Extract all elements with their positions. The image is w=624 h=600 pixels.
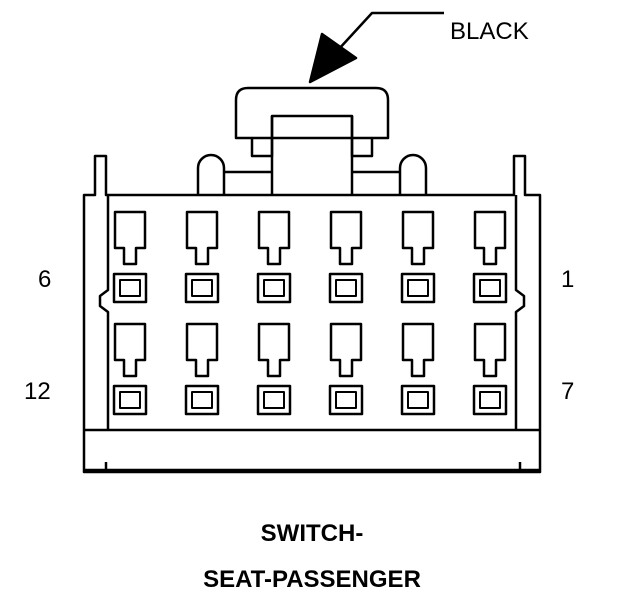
cavity-inner-1 (479, 279, 501, 297)
pin-label-top-left: 6 (38, 266, 52, 293)
connector-body (82, 154, 542, 474)
color-leader-arrow (308, 11, 444, 84)
cavity-outer-10 (256, 384, 292, 416)
cavity-inner-4 (263, 279, 285, 297)
terminal-cavities (112, 210, 508, 416)
cavity-latch-2 (401, 210, 435, 266)
cavity-latch-9 (329, 322, 363, 378)
cavity-latch-5 (185, 210, 219, 266)
cavity-inner-6 (119, 279, 141, 297)
cavity-inner-11 (191, 391, 213, 409)
cavity-outer-8 (400, 384, 436, 416)
cavity-12 (112, 322, 148, 416)
cavity-inner-3 (335, 279, 357, 297)
cavity-1 (472, 210, 508, 304)
connector-title-line-2: SEAT-PASSENGER (203, 566, 421, 593)
cavity-inner-7 (479, 391, 501, 409)
cavity-latch-7 (473, 322, 507, 378)
connector-color-label: BLACK (450, 18, 529, 45)
cavity-2 (400, 210, 436, 304)
cavity-inner-2 (407, 279, 429, 297)
pin-label-bottom-right: 7 (561, 378, 575, 405)
cavity-outer-2 (400, 272, 436, 304)
connector-latch (196, 86, 428, 195)
cavity-outer-5 (184, 272, 220, 304)
cavity-outer-9 (328, 384, 364, 416)
cavity-outer-11 (184, 384, 220, 416)
cavity-latch-4 (257, 210, 291, 266)
cavity-latch-3 (329, 210, 363, 266)
cavity-8 (400, 322, 436, 416)
cavity-inner-10 (263, 391, 285, 409)
cavity-5 (184, 210, 220, 304)
cavity-latch-10 (257, 322, 291, 378)
cavity-outer-3 (328, 272, 364, 304)
cavity-outer-12 (112, 384, 148, 416)
cavity-4 (256, 210, 292, 304)
cavity-outer-7 (472, 384, 508, 416)
cavity-inner-5 (191, 279, 213, 297)
cavity-outer-6 (112, 272, 148, 304)
pin-label-bottom-left: 12 (24, 378, 51, 405)
cavity-latch-8 (401, 322, 435, 378)
cavity-6 (112, 210, 148, 304)
cavity-10 (256, 322, 292, 416)
cavity-3 (328, 210, 364, 304)
cavity-latch-1 (473, 210, 507, 266)
cavity-latch-11 (185, 322, 219, 378)
cavity-9 (328, 322, 364, 416)
cavity-outer-1 (472, 272, 508, 304)
cavity-latch-6 (113, 210, 147, 266)
cavity-latch-12 (113, 322, 147, 378)
cavity-inner-12 (119, 391, 141, 409)
pin-label-top-right: 1 (561, 266, 575, 293)
cavity-11 (184, 322, 220, 416)
cavity-outer-4 (256, 272, 292, 304)
connector-title-line-1: SWITCH- (260, 520, 364, 547)
cavity-inner-9 (335, 391, 357, 409)
cavity-inner-8 (407, 391, 429, 409)
cavity-7 (472, 322, 508, 416)
